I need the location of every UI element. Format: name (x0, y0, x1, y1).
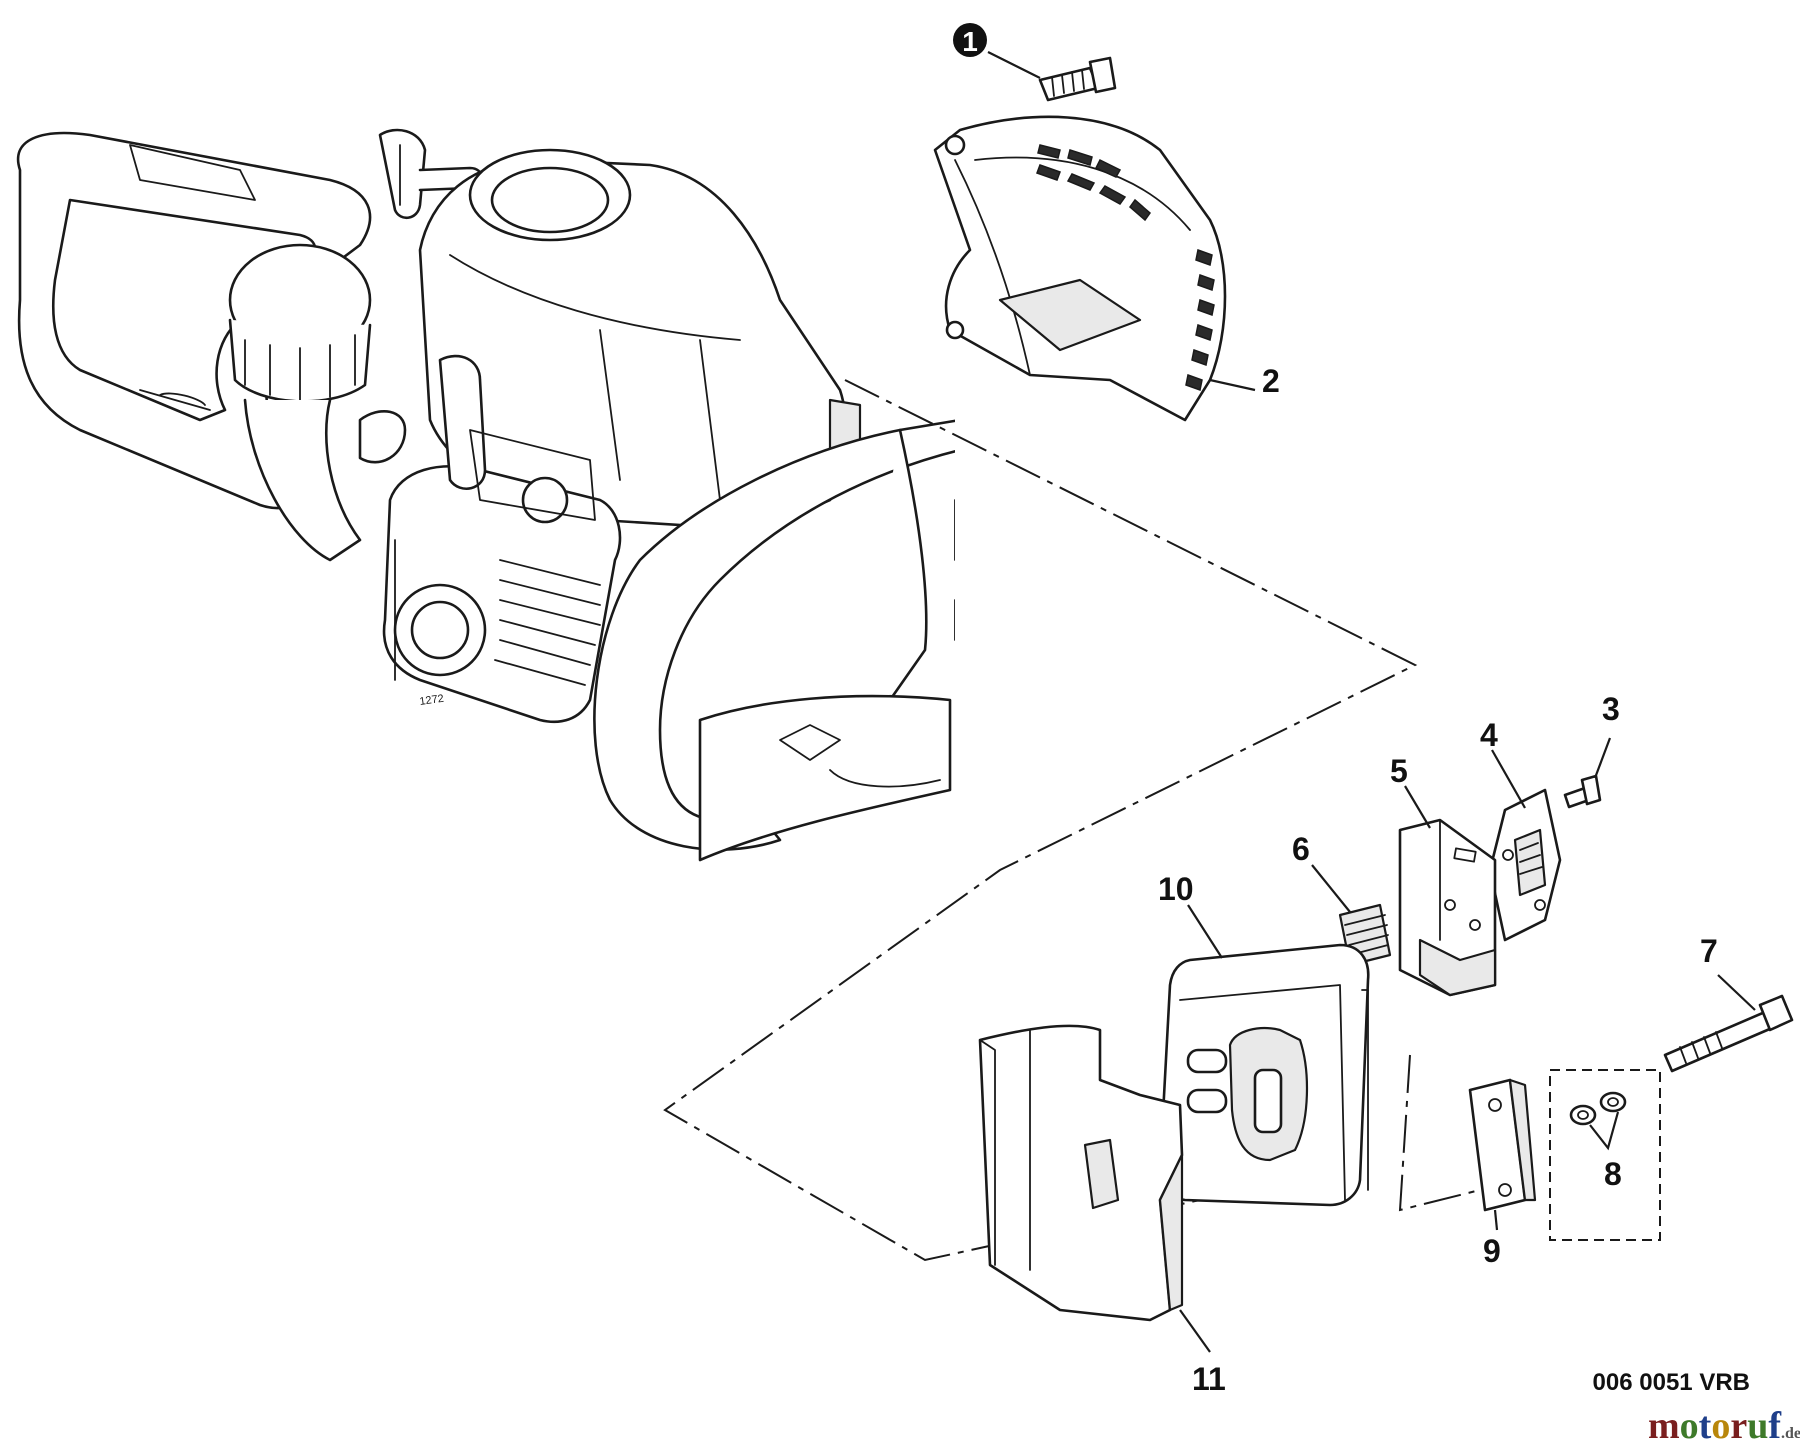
callout-10: 10 (1158, 871, 1194, 907)
hedge-trimmer-illustration: 1272 (16, 128, 962, 862)
part-4-gasket-plate (1488, 788, 1562, 942)
callout-9: 9 (1483, 1233, 1501, 1269)
callout-2: 2 (1262, 363, 1280, 399)
leader-9 (1493, 1209, 1499, 1231)
part-9-gasket (1468, 1078, 1537, 1212)
leader-2 (1209, 378, 1256, 392)
callout-3: 3 (1602, 691, 1620, 727)
svg-text:1: 1 (962, 26, 978, 57)
svg-text:motoruf.de: motoruf.de (1648, 1405, 1800, 1444)
svg-text:1272: 1272 (419, 693, 445, 708)
callout-11: 11 (1192, 1361, 1226, 1397)
part-10-muffler (1158, 943, 1370, 1207)
diagram-reference-code: 006 0051 VRB (1593, 1369, 1750, 1396)
leader-3 (1593, 737, 1612, 779)
part-2-cylinder-shield (933, 115, 1227, 422)
part-11-heat-shield (978, 1024, 1184, 1322)
part-5-bracket (1398, 818, 1497, 997)
leader-1 (987, 51, 1041, 79)
leader-5 (1404, 785, 1431, 829)
callout-8: 8 (1604, 1156, 1622, 1192)
callout-1: 1 (953, 23, 987, 57)
leader-10 (1187, 904, 1223, 959)
leader-7 (1717, 974, 1756, 1011)
callout-5: 5 (1390, 753, 1408, 789)
callout-4: 4 (1480, 717, 1498, 753)
leader-4 (1491, 749, 1526, 809)
callout-7: 7 (1700, 933, 1718, 969)
leader-11 (1179, 1309, 1211, 1353)
watermark-logo: motoruf.de (1648, 1405, 1800, 1444)
part-8-washers (1549, 1069, 1661, 1241)
callout-6: 6 (1292, 831, 1310, 867)
leader-6 (1311, 864, 1351, 913)
part-1-screw (1038, 56, 1117, 102)
part-3-screw (1563, 774, 1602, 809)
muffler-alignment-line (1398, 1054, 1481, 1212)
part-7-bolt (1663, 994, 1794, 1073)
